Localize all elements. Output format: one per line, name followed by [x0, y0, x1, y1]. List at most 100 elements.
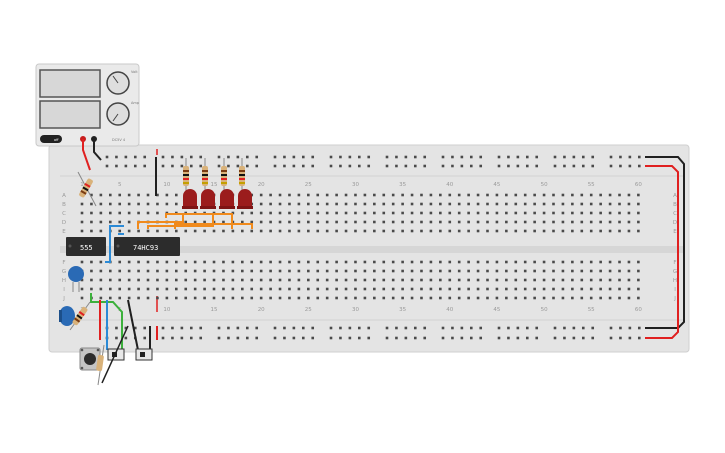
breadboard-hole[interactable]	[108, 202, 112, 206]
breadboard-hole[interactable]	[325, 193, 329, 197]
breadboard-hole[interactable]	[391, 287, 395, 291]
breadboard-hole[interactable]	[354, 211, 357, 215]
power-rail-hole[interactable]	[609, 336, 613, 340]
breadboard-hole[interactable]	[486, 202, 489, 206]
breadboard-hole[interactable]	[354, 296, 357, 300]
power-rail-hole[interactable]	[413, 164, 417, 168]
breadboard-hole[interactable]	[193, 296, 197, 300]
breadboard-hole[interactable]	[137, 260, 140, 264]
breadboard-hole[interactable]	[533, 296, 536, 300]
power-rail-hole[interactable]	[292, 164, 296, 168]
breadboard-hole[interactable]	[146, 278, 150, 282]
breadboard-hole[interactable]	[523, 278, 527, 282]
breadboard-hole[interactable]	[222, 269, 225, 273]
breadboard-hole[interactable]	[391, 202, 395, 206]
breadboard-hole[interactable]	[335, 211, 338, 215]
breadboard-hole[interactable]	[618, 269, 621, 273]
breadboard-hole[interactable]	[344, 278, 348, 282]
power-rail-hole[interactable]	[217, 336, 221, 340]
breadboard-hole[interactable]	[561, 220, 565, 224]
power-rail-hole[interactable]	[572, 155, 576, 159]
breadboard-hole[interactable]	[288, 202, 291, 206]
breadboard-hole[interactable]	[439, 269, 442, 273]
breadboard-hole[interactable]	[552, 193, 555, 197]
breadboard-hole[interactable]	[118, 220, 122, 224]
breadboard-hole[interactable]	[552, 229, 555, 233]
breadboard-hole[interactable]	[175, 229, 178, 233]
breadboard-hole[interactable]	[391, 278, 395, 282]
breadboard-hole[interactable]	[589, 202, 593, 206]
breadboard-hole[interactable]	[297, 229, 301, 233]
breadboard-hole[interactable]	[80, 296, 84, 300]
breadboard-hole[interactable]	[382, 278, 386, 282]
breadboard-hole[interactable]	[335, 287, 338, 291]
breadboard-hole[interactable]	[505, 211, 508, 215]
power-rail-hole[interactable]	[199, 326, 203, 330]
breadboard-hole[interactable]	[571, 193, 574, 197]
breadboard-hole[interactable]	[316, 211, 320, 215]
breadboard-hole[interactable]	[288, 296, 291, 300]
breadboard-hole[interactable]	[495, 269, 499, 273]
breadboard-hole[interactable]	[193, 287, 197, 291]
power-rail-hole[interactable]	[451, 326, 454, 330]
breadboard-hole[interactable]	[608, 211, 612, 215]
breadboard-hole[interactable]	[165, 229, 169, 233]
power-rail-hole[interactable]	[133, 155, 137, 159]
power-rail-hole[interactable]	[525, 326, 529, 330]
breadboard-hole[interactable]	[514, 211, 518, 215]
power-rail-hole[interactable]	[301, 155, 305, 159]
breadboard-hole[interactable]	[580, 229, 584, 233]
breadboard-hole[interactable]	[486, 229, 489, 233]
breadboard-hole[interactable]	[627, 193, 631, 197]
breadboard-hole[interactable]	[250, 260, 254, 264]
power-rail-hole[interactable]	[637, 326, 641, 330]
breadboard-hole[interactable]	[259, 193, 263, 197]
breadboard-hole[interactable]	[269, 269, 272, 273]
power-rail-hole[interactable]	[115, 326, 118, 330]
breadboard-hole[interactable]	[363, 211, 367, 215]
breadboard-hole[interactable]	[175, 278, 178, 282]
breadboard-hole[interactable]	[542, 193, 546, 197]
breadboard-hole[interactable]	[250, 269, 254, 273]
power-rail-hole[interactable]	[507, 164, 510, 168]
breadboard-hole[interactable]	[514, 260, 518, 264]
power-rail-hole[interactable]	[236, 326, 240, 330]
breadboard-hole[interactable]	[325, 229, 329, 233]
breadboard-hole[interactable]	[212, 260, 216, 264]
electrolytic-capacitor[interactable]	[59, 306, 75, 326]
breadboard-hole[interactable]	[571, 287, 574, 291]
power-rail-hole[interactable]	[451, 155, 454, 159]
breadboard-hole[interactable]	[193, 260, 197, 264]
breadboard-hole[interactable]	[203, 220, 206, 224]
breadboard-hole[interactable]	[420, 269, 423, 273]
breadboard-hole[interactable]	[80, 287, 84, 291]
breadboard-hole[interactable]	[382, 229, 386, 233]
breadboard-hole[interactable]	[505, 269, 508, 273]
power-rail-hole[interactable]	[115, 155, 118, 159]
breadboard-hole[interactable]	[325, 278, 329, 282]
power-rail-hole[interactable]	[404, 326, 408, 330]
breadboard-hole[interactable]	[608, 287, 612, 291]
breadboard-hole[interactable]	[429, 278, 433, 282]
breadboard-hole[interactable]	[542, 269, 546, 273]
breadboard-hole[interactable]	[108, 269, 112, 273]
breadboard-hole[interactable]	[533, 287, 536, 291]
power-rail-hole[interactable]	[143, 164, 147, 168]
breadboard-hole[interactable]	[118, 193, 122, 197]
breadboard-hole[interactable]	[382, 193, 386, 197]
resistor-4[interactable]	[239, 158, 245, 196]
power-rail-hole[interactable]	[236, 164, 240, 168]
orange-wire-2[interactable]	[147, 215, 214, 229]
power-rail-hole[interactable]	[273, 164, 277, 168]
breadboard-hole[interactable]	[297, 220, 301, 224]
power-rail-hole[interactable]	[339, 164, 342, 168]
breadboard-hole[interactable]	[203, 269, 206, 273]
breadboard-hole[interactable]	[335, 229, 338, 233]
breadboard-hole[interactable]	[325, 269, 329, 273]
breadboard-hole[interactable]	[439, 287, 442, 291]
power-rail-hole[interactable]	[479, 164, 483, 168]
power-rail-hole[interactable]	[311, 155, 315, 159]
breadboard-hole[interactable]	[354, 287, 357, 291]
power-rail-hole[interactable]	[227, 336, 230, 340]
led-2[interactable]	[200, 189, 216, 209]
